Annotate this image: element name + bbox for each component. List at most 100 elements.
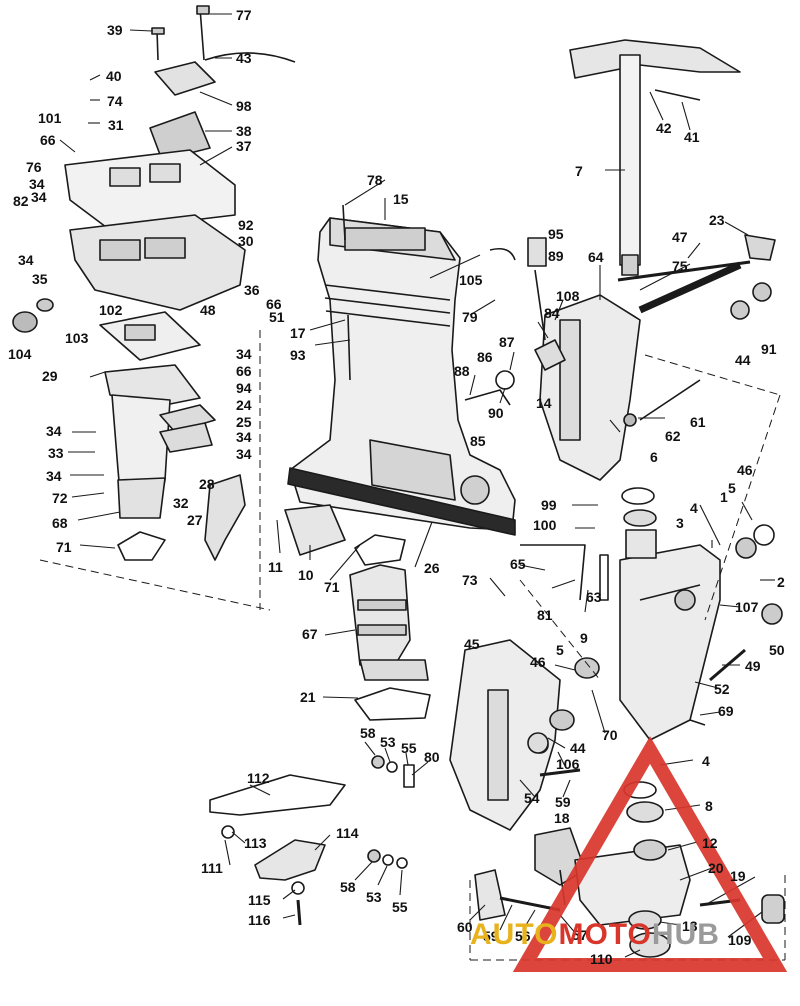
callout-1: 1 xyxy=(720,489,728,505)
callout-34h: 34 xyxy=(31,189,47,205)
callout-12: 12 xyxy=(702,835,718,851)
callout-103: 103 xyxy=(65,330,89,346)
callout-47: 47 xyxy=(672,229,688,245)
callout-30: 30 xyxy=(238,233,254,249)
callout-77: 77 xyxy=(236,7,252,23)
callout-32: 32 xyxy=(173,495,189,511)
callout-41: 41 xyxy=(684,129,700,145)
callout-92: 92 xyxy=(238,217,254,233)
callout-67: 67 xyxy=(302,626,318,642)
callout-101: 101 xyxy=(38,110,62,126)
callout-9: 9 xyxy=(580,630,588,646)
callout-106: 106 xyxy=(556,756,580,772)
callout-102: 102 xyxy=(99,302,123,318)
callout-61: 61 xyxy=(690,414,706,430)
callout-2: 2 xyxy=(777,574,785,590)
callout-44b: 44 xyxy=(570,740,586,756)
stern-bracket-left xyxy=(449,639,581,831)
callout-42: 42 xyxy=(656,120,672,136)
callout-25: 25 xyxy=(236,414,252,430)
callout-70: 70 xyxy=(602,727,618,743)
callout-66a: 66 xyxy=(40,132,56,148)
callout-19: 19 xyxy=(730,868,746,884)
callout-73: 73 xyxy=(462,572,478,588)
callout-104: 104 xyxy=(8,346,32,362)
callout-90: 90 xyxy=(488,405,504,421)
callout-20: 20 xyxy=(708,860,724,876)
callout-28: 28 xyxy=(199,476,215,492)
callout-50: 50 xyxy=(769,642,785,658)
callout-93: 93 xyxy=(290,347,306,363)
steering-arm xyxy=(569,39,776,320)
callout-13: 13 xyxy=(682,918,698,934)
callout-53a: 53 xyxy=(380,734,396,750)
callout-18: 18 xyxy=(554,810,570,826)
callout-113: 113 xyxy=(244,835,267,851)
callout-80: 80 xyxy=(424,749,440,765)
adaptor-stack xyxy=(12,5,296,561)
callout-46b: 46 xyxy=(530,654,546,670)
callout-95: 95 xyxy=(548,226,564,242)
watermark-auto: AUTO xyxy=(470,918,559,951)
callout-11: 11 xyxy=(268,559,283,575)
callout-57: 57 xyxy=(572,927,588,943)
callout-63: 63 xyxy=(586,589,602,605)
stern-bracket-right xyxy=(520,544,746,741)
callout-69: 69 xyxy=(718,703,734,719)
watermark-moto: MOTO xyxy=(558,918,652,951)
callout-56: 56 xyxy=(515,928,531,944)
linkage-parts xyxy=(464,237,566,406)
callout-109: 109 xyxy=(728,932,752,948)
callout-37: 37 xyxy=(236,138,252,154)
exhaust-housing xyxy=(287,204,516,536)
callout-5: 5 xyxy=(728,480,736,496)
callout-40: 40 xyxy=(106,68,122,84)
callout-71a: 71 xyxy=(56,539,72,555)
callout-66c: 66 xyxy=(236,363,252,379)
callout-87: 87 xyxy=(499,334,515,350)
callout-34c: 34 xyxy=(236,346,252,362)
callout-4: 4 xyxy=(690,500,698,516)
callout-82: 82 xyxy=(13,193,29,209)
callout-75: 75 xyxy=(672,258,688,274)
callout-29: 29 xyxy=(42,368,58,384)
callout-72: 72 xyxy=(52,490,68,506)
callout-8: 8 xyxy=(705,798,713,814)
callout-76: 76 xyxy=(26,159,42,175)
callout-91: 91 xyxy=(761,341,777,357)
callout-34d: 34 xyxy=(46,423,62,439)
bushings xyxy=(527,487,783,754)
callout-14: 14 xyxy=(536,395,552,411)
callout-59a: 59 xyxy=(555,794,571,810)
watermark-logo: AUTOMOTOHUB xyxy=(470,918,720,952)
callout-4b: 4 xyxy=(702,753,710,769)
callout-84: 84 xyxy=(544,305,560,321)
callout-115: 115 xyxy=(248,892,271,908)
callout-111: 111 xyxy=(201,860,223,876)
callout-34f: 34 xyxy=(236,429,252,445)
callout-58a: 58 xyxy=(360,725,376,741)
callout-39: 39 xyxy=(107,22,123,38)
callout-3: 3 xyxy=(676,515,684,531)
callout-26: 26 xyxy=(424,560,440,576)
callout-114: 114 xyxy=(336,825,359,841)
lower-mounts xyxy=(209,755,415,926)
callout-33: 33 xyxy=(48,445,64,461)
callout-27: 27 xyxy=(187,512,203,528)
callout-99: 99 xyxy=(541,497,557,513)
callout-65: 65 xyxy=(510,556,526,572)
callout-49: 49 xyxy=(745,658,761,674)
callout-31: 31 xyxy=(108,117,124,133)
swivel-bracket xyxy=(539,294,701,481)
callout-55a: 55 xyxy=(401,740,417,756)
callout-5b: 5 xyxy=(556,642,564,658)
callout-48: 48 xyxy=(200,302,216,318)
callout-66b: 66 xyxy=(266,296,282,312)
callout-68: 68 xyxy=(52,515,68,531)
callout-78: 78 xyxy=(367,172,383,188)
callout-35: 35 xyxy=(32,271,48,287)
callout-88: 88 xyxy=(454,363,470,379)
callout-89: 89 xyxy=(548,248,564,264)
